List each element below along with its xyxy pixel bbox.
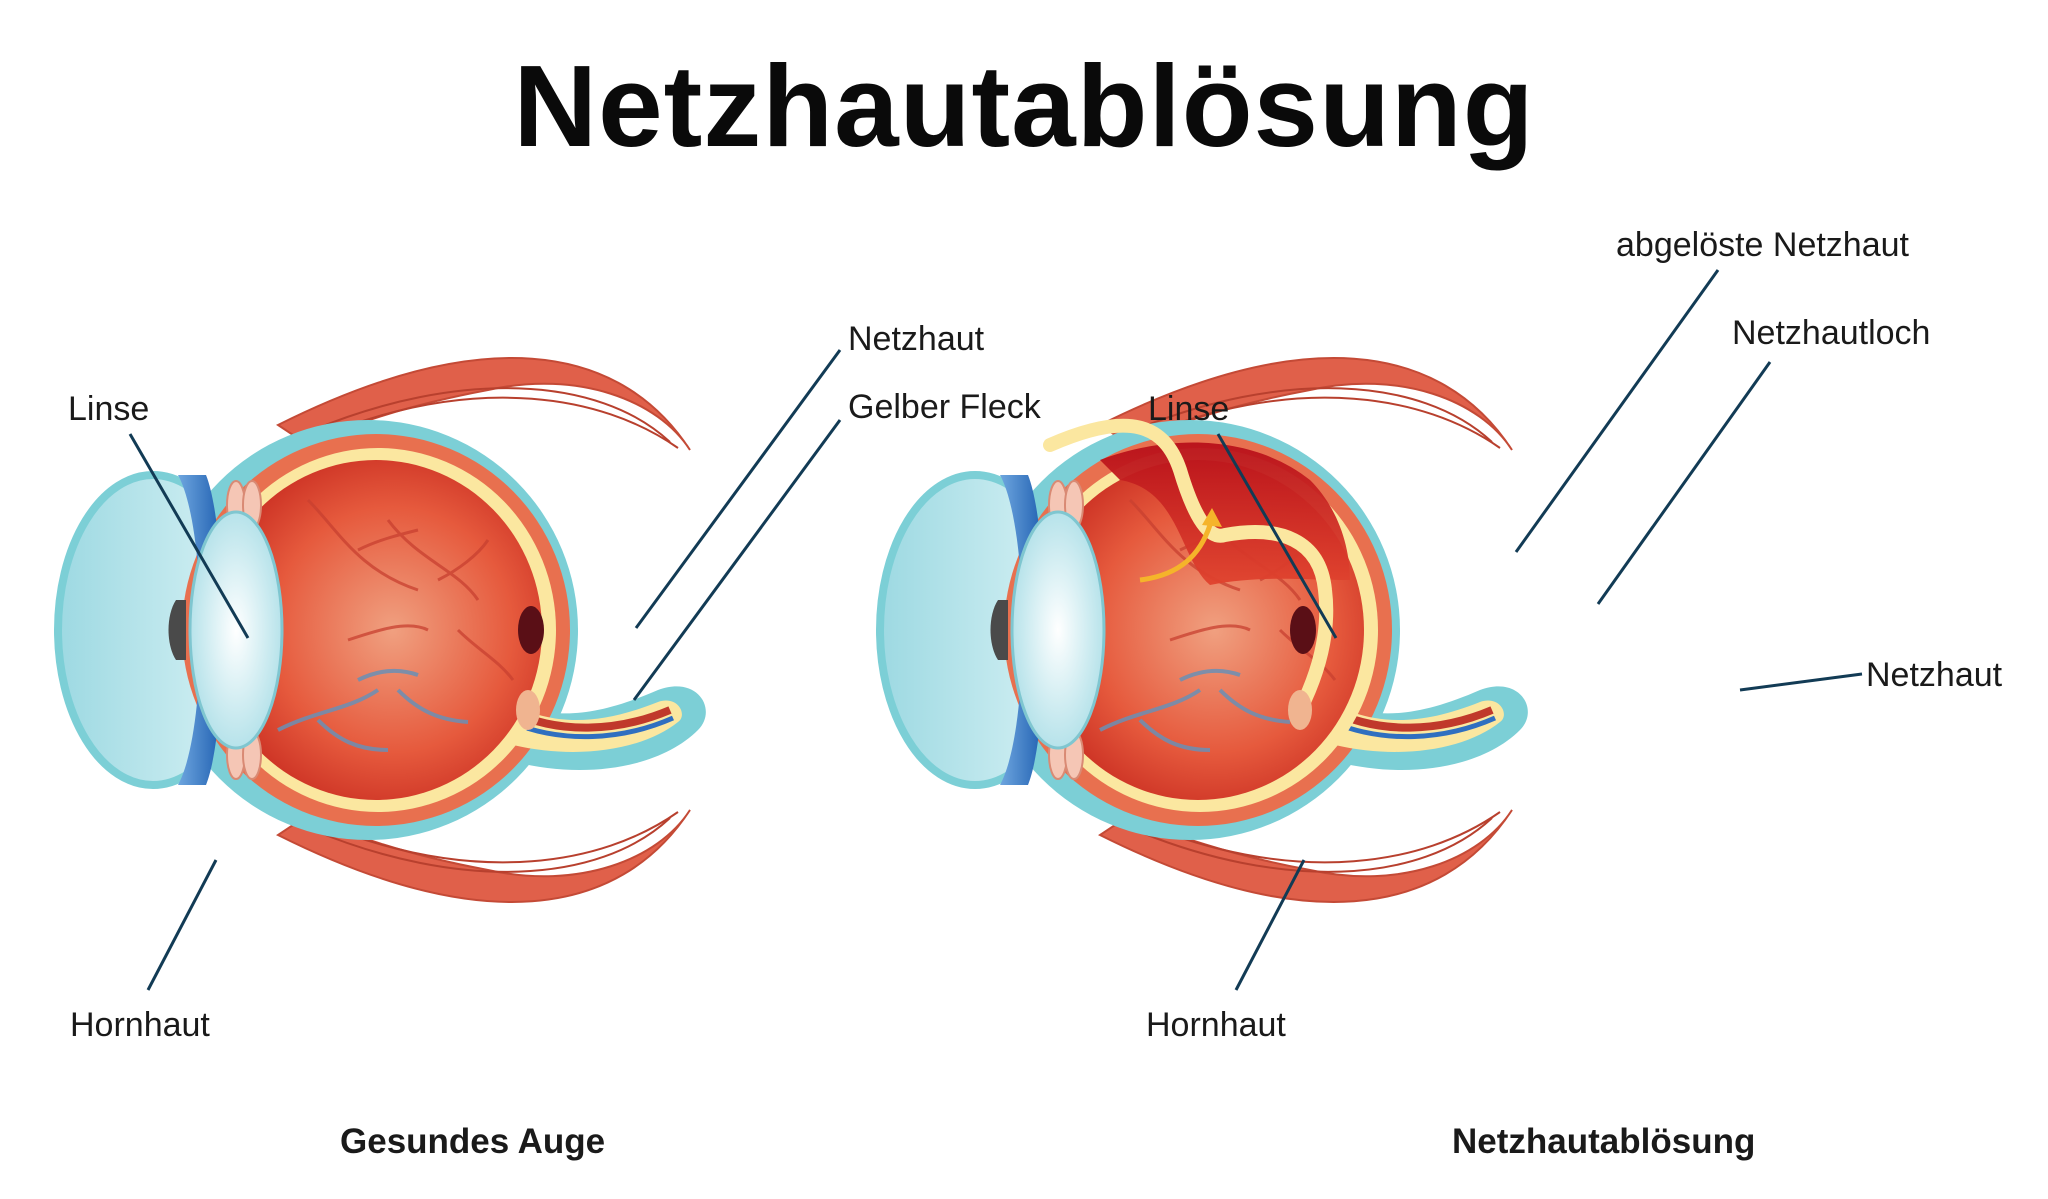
detached-retina-line (1043, 418, 1334, 717)
label-retina-left: Netzhaut (848, 320, 985, 358)
leader-hornhaut-left (146, 859, 218, 991)
leader-netzhautloch-right (1596, 361, 1772, 605)
detachment-arrow (1139, 524, 1213, 583)
label-lens-right: Linse (1148, 390, 1230, 428)
leader-netzhaut-left (634, 349, 842, 629)
label-detached-retina: abgelöste Netzhaut (1616, 226, 1909, 264)
leader-hornhaut-right (1234, 859, 1306, 991)
caption-detached: Netzhautablösung (1452, 1122, 1756, 1161)
leader-gelber-fleck-left (632, 419, 842, 701)
leader-abgeloeste-right (1514, 269, 1720, 553)
healthy-eye (58, 358, 706, 902)
page-title: Netzhautablösung (513, 41, 1535, 171)
detached-eye (880, 358, 1528, 902)
label-lens-left: Linse (68, 390, 150, 428)
caption-healthy: Gesundes Auge (340, 1122, 606, 1161)
label-retina-right: Netzhaut (1866, 656, 2003, 694)
leader-linse-right (1216, 433, 1338, 639)
detached-area (1100, 442, 1350, 585)
leader-linse-left (128, 433, 250, 639)
label-macula-left: Gelber Fleck (848, 388, 1041, 426)
label-cornea-right: Hornhaut (1146, 1006, 1286, 1044)
label-cornea-left: Hornhaut (70, 1006, 210, 1044)
label-retinal-hole: Netzhautloch (1732, 314, 1931, 352)
macula (518, 606, 544, 654)
leader-netzhaut-right (1739, 672, 1863, 692)
macula (1290, 606, 1316, 654)
